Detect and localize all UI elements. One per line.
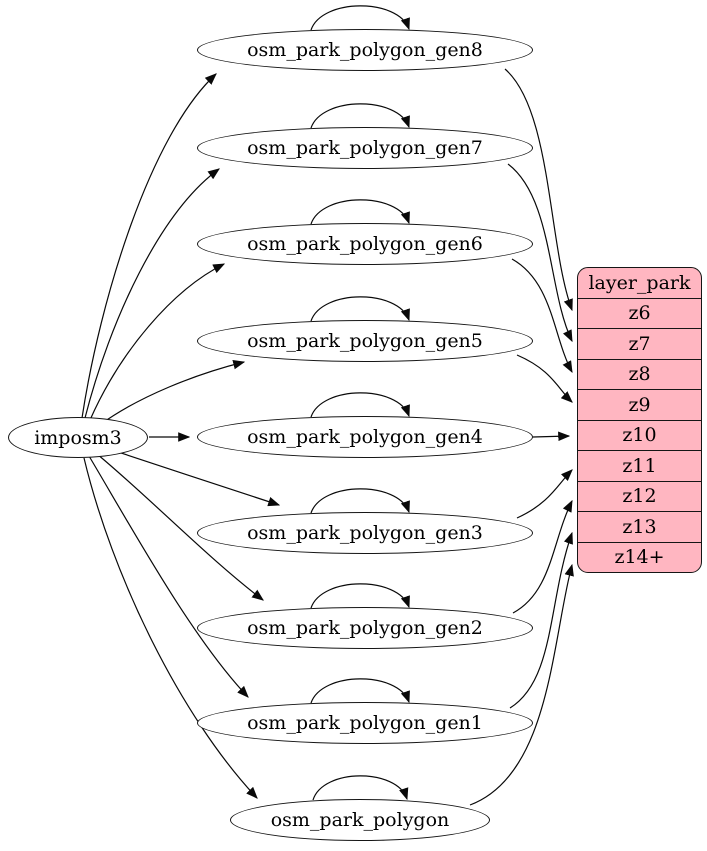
edge-gen2-z12 <box>512 499 573 614</box>
node-imposm3-label: imposm3 <box>34 426 122 449</box>
node-osm-park-polygon: osm_park_polygon <box>230 799 490 841</box>
node-label: osm_park_polygon_gen4 <box>247 426 483 448</box>
node-osm-park-polygon-gen4: osm_park_polygon_gen4 <box>197 416 533 458</box>
edge-gen7-z7 <box>507 163 573 343</box>
node-label: osm_park_polygon_gen2 <box>247 617 483 639</box>
edge-imposm3-gen3 <box>111 449 281 507</box>
edge-gen3-z11 <box>516 469 573 519</box>
self-loop-gen3 <box>310 488 410 514</box>
layer-row-z14plus: z14+ <box>578 541 701 573</box>
node-imposm3: imposm3 <box>8 417 148 458</box>
edge-imposm3-gen7 <box>84 168 220 419</box>
edge-imposm3-polygon <box>83 457 258 799</box>
layer-row-z13: z13 <box>578 511 701 542</box>
layer-row-z9: z9 <box>578 389 701 420</box>
edge-imposm3-gen8 <box>81 73 217 419</box>
node-osm-park-polygon-gen6: osm_park_polygon_gen6 <box>197 223 533 265</box>
self-loop-polygon <box>312 775 409 801</box>
node-label: osm_park_polygon <box>270 809 450 831</box>
self-loop-gen2 <box>310 583 410 609</box>
layer-row-z12: z12 <box>578 480 701 512</box>
node-osm-park-polygon-gen8: osm_park_polygon_gen8 <box>197 29 533 71</box>
edge-gen4-z10 <box>532 431 571 442</box>
node-osm-park-polygon-gen2: osm_park_polygon_gen2 <box>197 607 533 649</box>
self-loop-gen7 <box>310 103 410 129</box>
node-osm-park-polygon-gen5: osm_park_polygon_gen5 <box>197 320 533 362</box>
edge-gen8-z6 <box>504 68 573 312</box>
self-loop-gen4 <box>310 392 410 418</box>
node-label: osm_park_polygon_gen7 <box>247 137 483 159</box>
self-loop-gen1 <box>310 678 410 704</box>
edge-imposm3-gen5 <box>100 359 246 425</box>
node-label: osm_park_polygon_gen6 <box>247 233 483 255</box>
node-label: osm_park_polygon_gen3 <box>247 522 483 544</box>
edge-gen5-z9 <box>516 354 573 403</box>
edge-gen1-z13 <box>509 531 573 709</box>
edge-imposm3-gen2 <box>96 453 264 601</box>
node-label: osm_park_polygon_gen1 <box>247 712 483 734</box>
layer-row-z11: z11 <box>578 450 701 481</box>
self-loop-gen5 <box>310 296 410 322</box>
edge-imposm3-gen1 <box>88 455 249 698</box>
layer-park-title: layer_park <box>588 271 691 294</box>
node-osm-park-polygon-gen1: osm_park_polygon_gen1 <box>197 702 533 744</box>
node-label: osm_park_polygon_gen5 <box>247 330 483 352</box>
self-loop-gen8 <box>310 5 410 31</box>
node-label: osm_park_polygon_gen8 <box>247 39 483 61</box>
node-layer-park: layer_park z6 z7 z8 z9 z10 z11 z12 z13 z… <box>577 267 702 573</box>
layer-row-z6: z6 <box>578 297 701 329</box>
node-osm-park-polygon-gen7: osm_park_polygon_gen7 <box>197 127 533 169</box>
layer-row-z7: z7 <box>578 328 701 359</box>
layer-row-z8: z8 <box>578 358 701 390</box>
self-loop-gen6 <box>310 199 410 225</box>
edge-polygon-z14 <box>469 563 574 806</box>
edge-imposm3-gen6 <box>89 263 226 421</box>
node-osm-park-polygon-gen3: osm_park_polygon_gen3 <box>197 512 533 554</box>
edge-gen6-z8 <box>511 258 573 374</box>
layer-row-z10: z10 <box>578 419 701 451</box>
